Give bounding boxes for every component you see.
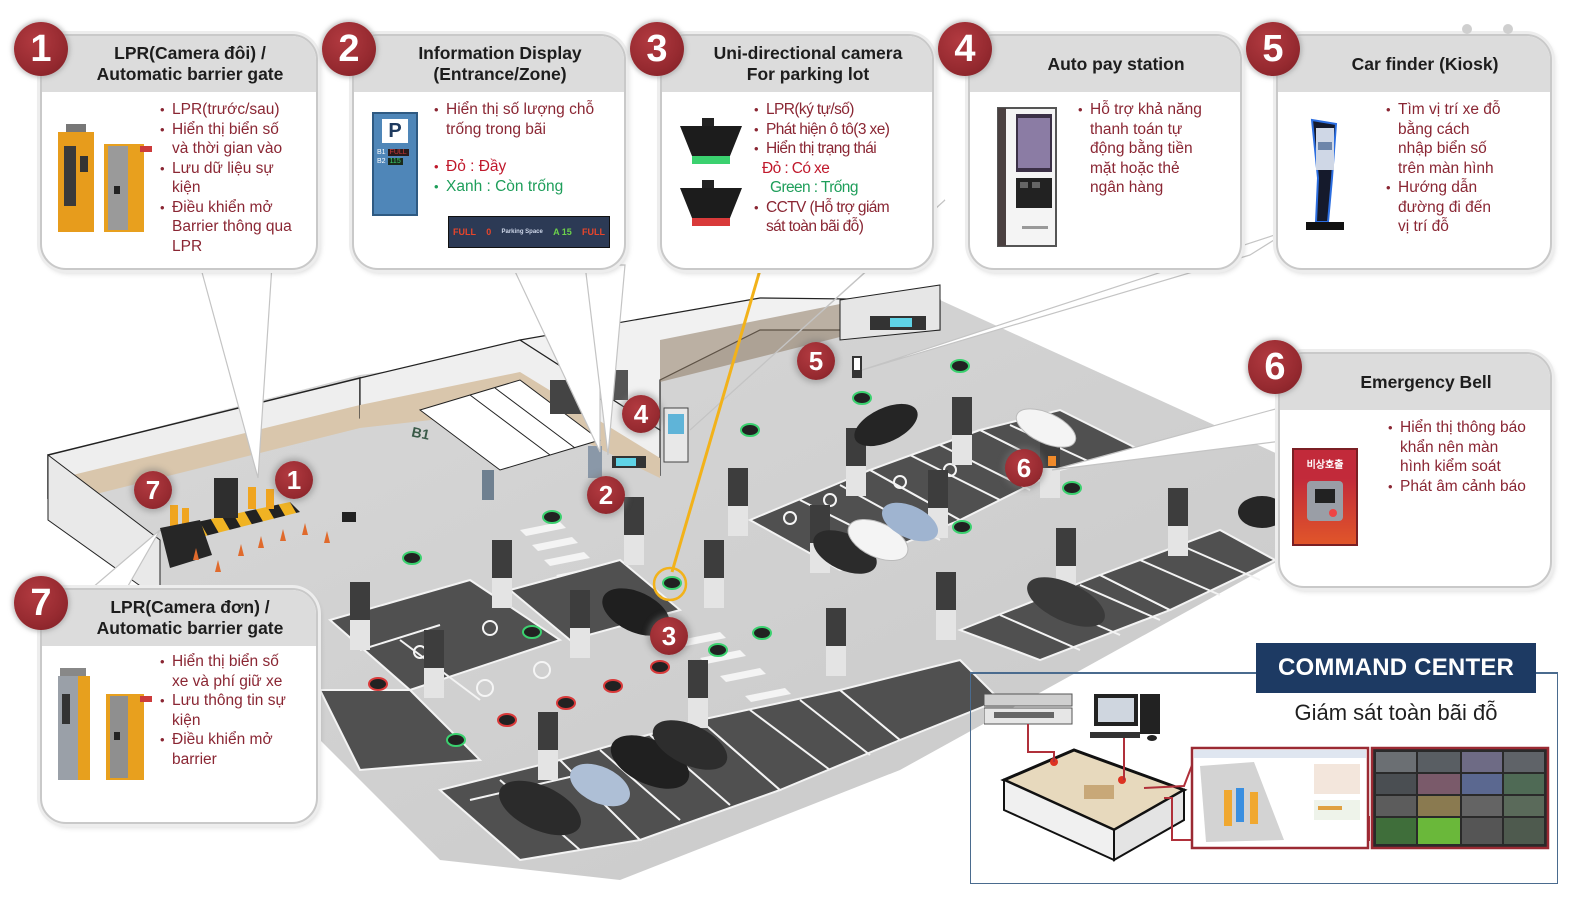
camera-vacant: [662, 576, 682, 590]
callout-card-unidirectional-camera: Uni-directional camera For parking lot L…: [660, 34, 934, 270]
ceiling-camera-icon: [680, 118, 742, 226]
callout-number-badge: 4: [938, 22, 992, 76]
camera-vacant: [952, 520, 972, 534]
camera-vacant: [950, 359, 970, 373]
command-center-subtitle: Giám sát toàn bãi đỗ: [1294, 700, 1498, 725]
callout-title: LPR(Camera đôi) / Automatic barrier gate: [42, 36, 316, 92]
scene-marker-2: 2: [587, 476, 625, 514]
floor-label: B1: [410, 423, 431, 442]
camera-vacant: [852, 391, 872, 405]
callout-card-information-display: Information Display (Entrance/Zone) P B1…: [352, 34, 626, 270]
camera-vacant: [446, 733, 466, 747]
camera-occupied: [497, 713, 517, 727]
scene-marker-1: 1: [275, 461, 313, 499]
callout-title: LPR(Camera đơn) / Automatic barrier gate: [42, 590, 316, 646]
traffic-cones: [193, 523, 330, 572]
callout-card-car-finder-kiosk: Car finder (Kiosk) Tìm vị trí xe đỗ bằng…: [1276, 34, 1552, 270]
callout-number-badge: 2: [322, 22, 376, 76]
callout-title: Car finder (Kiosk): [1278, 36, 1550, 92]
camera-occupied: [556, 696, 576, 710]
camera-callout-leader: [670, 269, 762, 573]
callout-number-badge: 6: [1248, 340, 1302, 394]
lpr-barrier-gate-icon: [58, 668, 152, 780]
entrance-barrier-gates: [160, 478, 300, 568]
decorative-dot: [1462, 24, 1472, 34]
camera-vacant: [402, 551, 422, 565]
callout-title: Information Display (Entrance/Zone): [354, 36, 624, 92]
decorative-dot: [1503, 24, 1513, 34]
camera-vacant: [1062, 481, 1082, 495]
callout-number-badge: 3: [630, 22, 684, 76]
command-center-title: COMMAND CENTER: [1256, 643, 1536, 693]
feature-list: LPR(trước/sau) Hiển thị biển số và thời …: [160, 100, 292, 256]
camera-occupied: [603, 679, 623, 693]
pillars: [350, 397, 1188, 780]
callout-number-badge: 1: [14, 22, 68, 76]
camera-vacant: [708, 643, 728, 657]
parked-cars: [499, 403, 1286, 836]
workstation-icon: [1090, 694, 1160, 741]
callout-number-badge: 5: [1246, 22, 1300, 76]
camera-highlight-ring: [652, 566, 688, 602]
panel-label: 비상호출: [1306, 460, 1344, 471]
scene-marker-7: 7: [134, 471, 172, 509]
feature-list: Tìm vị trí xe đỗ bằng cách nhập biển số …: [1386, 100, 1501, 237]
parking-info-display-icon: P B1 FULL B2 115: [372, 112, 418, 216]
feature-list: Hiển thị số lượng chỗ trống trong bãi Đỏ…: [434, 100, 594, 196]
callout-title: Auto pay station: [970, 36, 1240, 92]
command-center-panel: [970, 672, 1558, 884]
feature-list: LPR(ký tự/số) Phát hiện ô tô(3 xe) Hiển …: [754, 100, 890, 237]
callout-card-auto-pay-station: Auto pay station Hỗ trợ khả năng thanh t…: [968, 34, 1242, 270]
camera-vacant: [522, 625, 542, 639]
camera-occupied: [650, 660, 670, 674]
led-guidance-board: FULL 0 Parking Space A 15 FULL: [448, 216, 610, 248]
callout-title: Uni-directional camera For parking lot: [662, 36, 932, 92]
camera-vacant: [740, 423, 760, 437]
control-room-icon: [1000, 748, 1188, 862]
callout-number-badge: 7: [14, 576, 68, 630]
server-rack-icon: [984, 693, 1073, 725]
callout-card-lpr-single: LPR(Camera đơn) / Automatic barrier gate…: [40, 588, 318, 824]
camera-vacant: [542, 510, 562, 524]
monitoring-software-screen: [1190, 746, 1370, 850]
pay-station-icon: [997, 107, 1057, 247]
parking-sensor-cameras: [368, 359, 1082, 747]
kiosk-icon: [1306, 118, 1344, 230]
camera-vacant: [752, 626, 772, 640]
command-center-illustration: [984, 693, 1550, 862]
camera-occupied: [368, 677, 388, 691]
feature-list: Hiển thị biển số xe và phí giữ xe Lưu th…: [160, 652, 286, 769]
callout-card-emergency-bell: Emergency Bell 비상호출 Hiển thị thông báo k…: [1278, 352, 1552, 588]
callout-card-lpr-dual: LPR(Camera đôi) / Automatic barrier gate…: [40, 34, 318, 270]
scene-marker-3: 3: [650, 617, 688, 655]
emergency-bell-icon: 비상호출: [1292, 448, 1358, 546]
feature-list: Hiển thị thông báo khẩn nên màn hình kiể…: [1388, 418, 1526, 496]
feature-list: Hỗ trợ khả năng thanh toán tự động bằng …: [1078, 100, 1202, 198]
callout-title: Emergency Bell: [1280, 354, 1550, 410]
scene-marker-4: 4: [622, 395, 660, 433]
scene-marker-6: 6: [1005, 449, 1043, 487]
lpr-barrier-gate-icon: [58, 124, 152, 232]
cctv-video-wall: [1370, 746, 1550, 850]
scene-marker-5: 5: [797, 342, 835, 380]
sign-letter: P: [382, 119, 408, 143]
scene-devices: [342, 356, 1056, 522]
